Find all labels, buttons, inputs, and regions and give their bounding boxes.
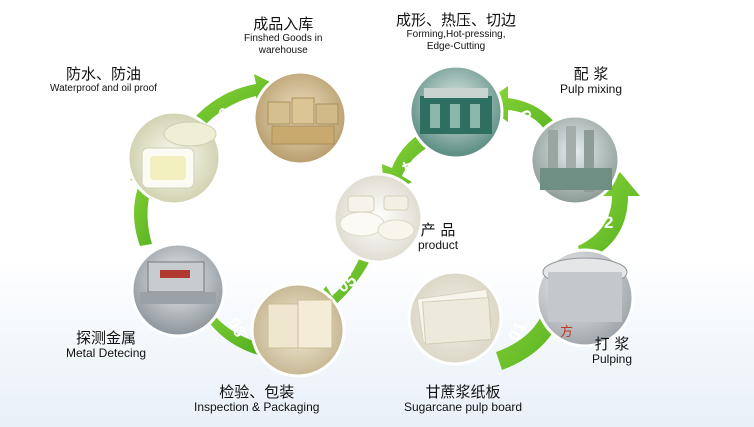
step-04-label-zh: 成形、热压、切边: [396, 11, 517, 29]
step-04-label-en-line1: Forming,Hot-pressing,: [406, 29, 506, 41]
warehouse-label-zh: 成品入库: [253, 15, 314, 33]
photo-pulping: 方: [535, 248, 635, 348]
step-02-label-en: Pulping: [592, 352, 633, 367]
center-label-en: product: [418, 238, 459, 253]
photo-sugarcane-board: [407, 270, 503, 366]
step-01-label-en: Sugarcane pulp board: [404, 400, 523, 415]
photo-product: [332, 172, 424, 264]
step-07-label-en: Metal Detecing: [66, 346, 147, 361]
photo-packaging: [250, 282, 346, 378]
center-label-zh: 产 品: [420, 221, 456, 239]
step-07-label-zh: 探测金属: [76, 329, 137, 347]
step-02-label-zh: 打 浆: [594, 335, 630, 353]
step-06-label-en: Inspection & Packaging: [194, 400, 320, 415]
step-08-label-zh: 防水、防油: [65, 65, 141, 83]
label-step-01: 甘蔗浆纸板 Sugarcane pulp board: [404, 383, 523, 415]
label-warehouse: 成品入库 Finshed Goods in warehouse: [244, 15, 323, 56]
arrow-segment-03: [482, 86, 566, 146]
photo-metal-detector: [130, 242, 226, 338]
photo-pulp-mixing: [529, 114, 621, 206]
step-04-label-en-line2: Edge-Cutting: [426, 40, 486, 52]
step-01-label-zh: 甘蔗浆纸板: [425, 383, 501, 401]
warehouse-label-en-line1: Finshed Goods in: [244, 33, 323, 45]
label-step-04: 成形、热压、切边 Forming,Hot-pressing, Edge-Cutt…: [396, 11, 517, 52]
label-step-07: 探测金属 Metal Detecing: [66, 329, 147, 361]
arrow-segment-02: [578, 172, 640, 262]
warehouse-label-en-line2: warehouse: [258, 44, 308, 56]
step-06-label-zh: 检验、包装: [219, 383, 295, 401]
label-step-03: 配 浆 Pulp mixing: [560, 65, 623, 97]
photo-caption: 方: [560, 324, 573, 340]
step-03-label-zh: 配 浆: [573, 65, 609, 83]
step-08-label-en: Waterproof and oil proof: [50, 83, 157, 95]
photo-forming: [408, 64, 504, 160]
label-step-02: 打 浆 Pulping: [592, 335, 633, 367]
photo-waterproof: [126, 110, 222, 206]
label-center-product: 产 品 product: [418, 221, 459, 253]
arrow-segment-08: [196, 74, 282, 124]
photos: 方: [126, 64, 635, 378]
step-number-02: 02: [595, 213, 614, 232]
step-03-label-en: Pulp mixing: [560, 82, 623, 97]
step-number-07: 07: [149, 213, 168, 232]
label-step-06: 检验、包装 Inspection & Packaging: [194, 383, 320, 415]
label-step-08: 防水、防油 Waterproof and oil proof: [50, 65, 157, 95]
photo-warehouse: [252, 70, 348, 166]
